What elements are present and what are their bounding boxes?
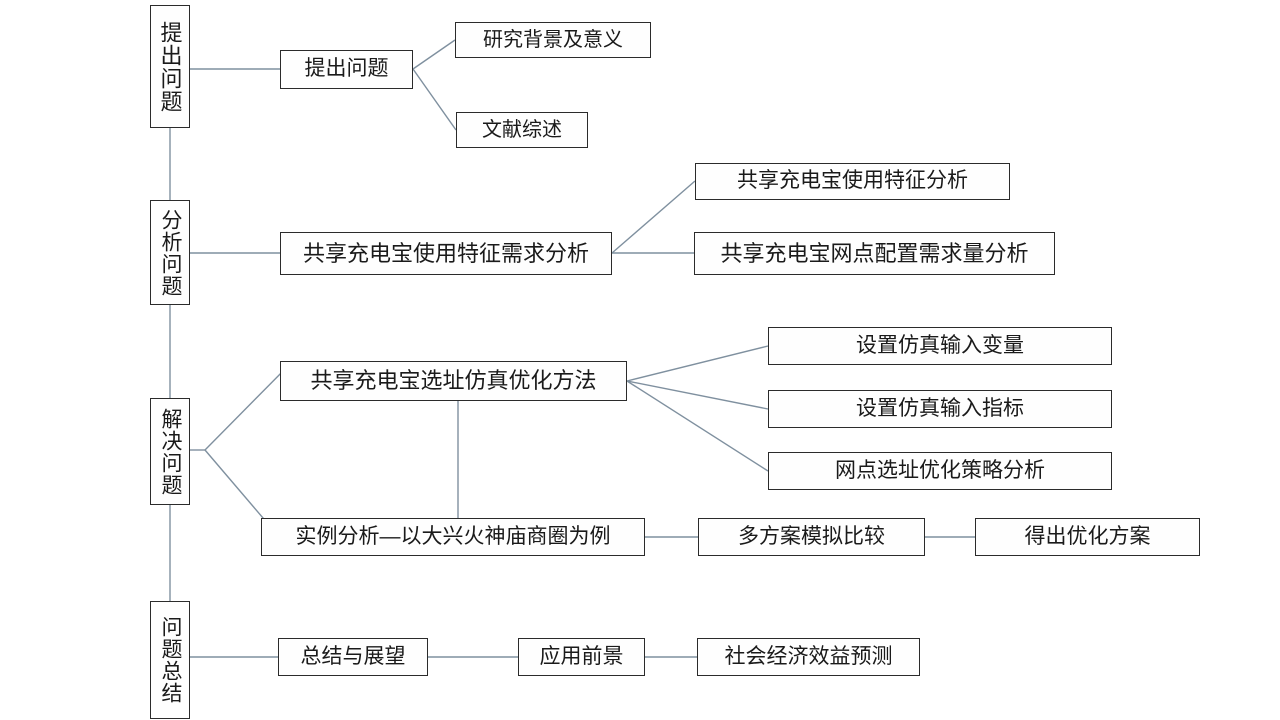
- link-stage3-xuanzhi: [204, 363, 291, 451]
- node-siting-simulation-method[interactable]: 共享充电宝选址仿真优化方法: [280, 361, 627, 401]
- node-usage-feature-demand-analysis[interactable]: 共享充电宝使用特征需求分析: [280, 232, 612, 275]
- link-xuqiu-tezheng: [611, 180, 696, 254]
- node-label: 社会经济效益预测: [724, 644, 893, 668]
- node-label: 设置仿真输入变量: [856, 333, 1024, 357]
- node-label: 网点选址优化策略分析: [835, 458, 1045, 482]
- node-label: 多方案模拟比较: [738, 524, 885, 548]
- node-optimized-scheme-result[interactable]: 得出优化方案: [975, 518, 1200, 556]
- node-siting-strategy-analysis[interactable]: 网点选址优化策略分析: [768, 452, 1112, 490]
- node-label: 共享充电宝使用特征需求分析: [302, 240, 589, 266]
- node-socioeconomic-benefit-forecast[interactable]: 社会经济效益预测: [697, 638, 920, 676]
- link-tichu-wenxian: [412, 68, 457, 131]
- node-label: 共享充电宝使用特征分析: [737, 169, 968, 193]
- node-set-simulation-input-variables[interactable]: 设置仿真输入变量: [768, 327, 1112, 365]
- node-label: 提出问题: [304, 57, 389, 81]
- stage-box-raise-problem[interactable]: 提出问题: [150, 5, 190, 128]
- link-tichu-beijing: [412, 39, 456, 70]
- node-label: 总结与展望: [300, 644, 406, 668]
- node-set-simulation-input-indicators[interactable]: 设置仿真输入指标: [768, 390, 1112, 428]
- node-multi-scheme-comparison[interactable]: 多方案模拟比较: [698, 518, 925, 556]
- stage-box-analyze-problem[interactable]: 分析问题: [150, 200, 190, 305]
- link-xuanzhi-zhibiao: [626, 380, 769, 410]
- node-usage-feature-analysis[interactable]: 共享充电宝使用特征分析: [695, 163, 1010, 200]
- stage-label: 问题总结: [159, 616, 183, 704]
- node-label: 实例分析—以大兴火神庙商圈为例: [295, 524, 611, 548]
- stage-box-summarize-problem[interactable]: 问题总结: [150, 601, 190, 719]
- node-label: 共享充电宝选址仿真优化方法: [310, 368, 597, 394]
- node-case-study-daxing[interactable]: 实例分析—以大兴火神庙商圈为例: [261, 518, 645, 556]
- node-research-background[interactable]: 研究背景及意义: [455, 22, 651, 58]
- link-xuanzhi-celue: [626, 380, 769, 472]
- stage-label: 解决问题: [159, 407, 183, 496]
- node-label: 文献综述: [482, 118, 562, 141]
- stage-label: 分析问题: [159, 208, 183, 297]
- stage-label: 提出问题: [157, 20, 183, 113]
- node-label: 应用前景: [539, 644, 624, 668]
- node-site-config-demand-analysis[interactable]: 共享充电宝网点配置需求量分析: [694, 232, 1055, 275]
- node-label: 共享充电宝网点配置需求量分析: [720, 240, 1029, 266]
- node-application-prospect[interactable]: 应用前景: [518, 638, 645, 676]
- node-label: 设置仿真输入指标: [856, 396, 1024, 420]
- node-label: 得出优化方案: [1024, 524, 1151, 548]
- link-xuanzhi-bianliang: [626, 345, 769, 382]
- node-summary-outlook[interactable]: 总结与展望: [278, 638, 428, 676]
- node-label: 研究背景及意义: [483, 28, 623, 51]
- stage-box-solve-problem[interactable]: 解决问题: [150, 398, 190, 505]
- node-raise-problem[interactable]: 提出问题: [280, 50, 413, 89]
- node-literature-review[interactable]: 文献综述: [456, 112, 588, 148]
